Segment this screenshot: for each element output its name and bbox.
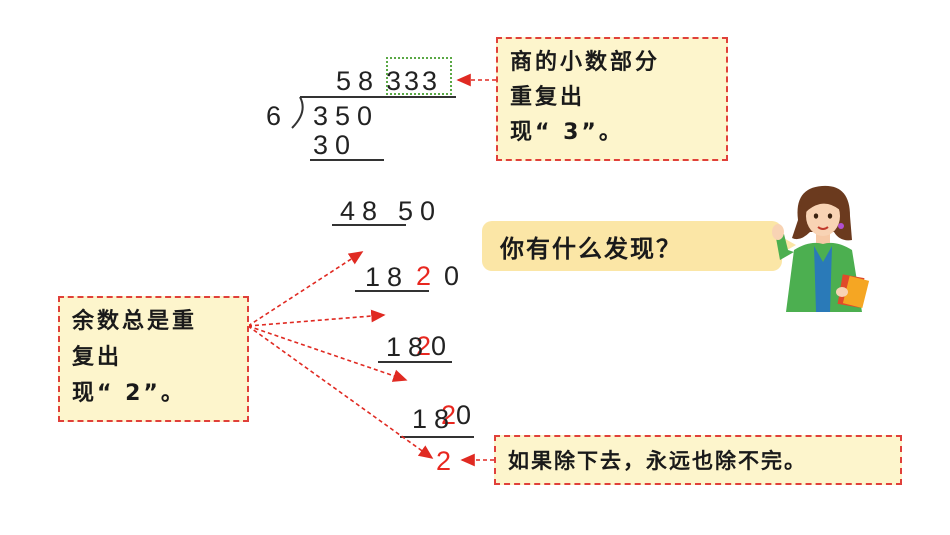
remainder-1: 50	[340, 166, 442, 256]
divisor: 6	[266, 101, 289, 131]
remainder-note-line-1: 余数总是重	[72, 309, 198, 334]
product-5: 18	[412, 404, 457, 434]
product-3: 18	[365, 262, 410, 292]
teacher-question: 你有什么发现？	[500, 235, 682, 263]
remainder-4-tail: 0	[456, 400, 472, 430]
remainder-4-head: 2	[441, 400, 457, 430]
subtract-line-4	[378, 361, 452, 363]
subtract-line-3	[355, 290, 429, 292]
remainder-3: 20	[386, 301, 446, 391]
quotient-integer-digits: 58	[336, 66, 381, 96]
repeating-digits-box	[386, 57, 452, 95]
teacher-illustration	[772, 185, 870, 312]
division-bar	[300, 96, 456, 98]
remainder-note: 余数总是重 复出 现“ 2”。	[58, 296, 249, 422]
product-4: 18	[386, 332, 431, 362]
quotient-note-line-3: 现“ 3”。	[510, 120, 624, 145]
remainder-2-head: 2	[416, 261, 439, 291]
quotient-repeating-digits: 333	[386, 66, 441, 96]
remainder-1-tail: 0	[420, 196, 443, 226]
remainder-2-tail: 0	[444, 261, 467, 291]
quotient-note-line-1: 商的小数部分	[510, 50, 661, 75]
endless-note: 如果除下去，永远也除不完。	[494, 435, 902, 485]
remainder-note-line-2: 复出	[72, 345, 123, 370]
teacher-speech-bubble: 你有什么发现？	[482, 221, 782, 271]
remainder-3-tail: 0	[431, 331, 447, 361]
division-bracket	[291, 96, 304, 129]
quotient-note-line-2: 重复出	[510, 85, 586, 110]
remainder-note-line-3: 现“ 2”。	[72, 381, 186, 406]
remainder-5: 2	[436, 446, 459, 476]
subtract-line-2	[332, 224, 406, 226]
remainder-4: 20	[411, 370, 471, 460]
subtract-line-1	[310, 159, 384, 161]
endless-note-text: 如果除下去，永远也除不完。	[508, 449, 807, 473]
subtract-line-5	[400, 436, 474, 438]
remainder-1-head: 5	[398, 196, 421, 226]
quotient-note: 商的小数部分 重复出 现“ 3”。	[496, 37, 728, 161]
arrows-remainder	[247, 251, 434, 459]
dividend: 350	[313, 101, 380, 131]
product-2: 48	[340, 196, 385, 226]
remainder-3-head: 2	[416, 331, 432, 361]
product-1: 30	[313, 130, 358, 160]
